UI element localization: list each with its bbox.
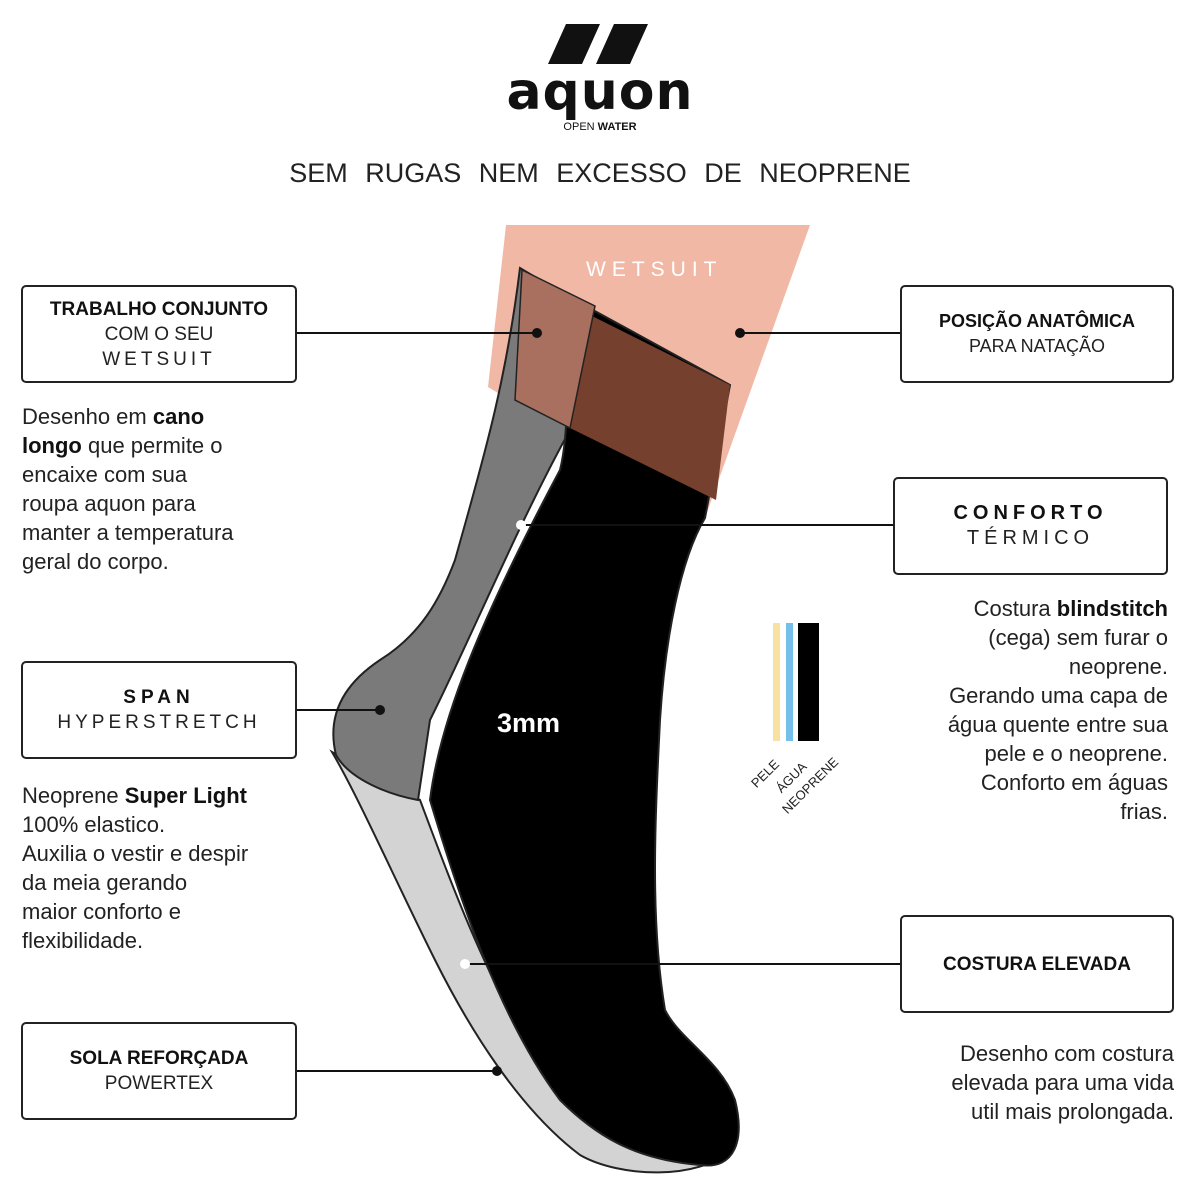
thickness-label: 3mm [497, 708, 561, 738]
brand-tagline: OPEN WATER [0, 121, 1200, 133]
brand-tagline-open: OPEN [563, 121, 595, 133]
box-sola-reforcada: SOLA REFORÇADA POWERTEX [21, 1022, 297, 1120]
wetsuit-overlap-back [514, 268, 596, 430]
connector-dot-span [375, 705, 385, 715]
wetsuit-overlap-brown [560, 300, 730, 500]
box-trabalho-title: TRABALHO CONJUNTO [49, 298, 269, 320]
box-trabalho-line3: WETSUIT [102, 348, 216, 370]
box-sola-line2: POWERTEX [104, 1073, 214, 1094]
desc-conforto: Costura blindstitch (cega) sem furar o n… [947, 596, 1168, 824]
box-posicao-line2: PARA NATAÇÃO [968, 336, 1106, 356]
box-conforto-title: CONFORTO [953, 502, 1108, 524]
wetsuit-label: WETSUIT [586, 258, 723, 281]
box-costura-elevada: COSTURA ELEVADA [900, 915, 1174, 1013]
box-conforto-line2: TÉRMICO [966, 527, 1095, 549]
desc-span: Neoprene Super Light 100% elastico. Auxi… [22, 783, 249, 953]
connector-dot-conforto [516, 520, 526, 530]
heel-grey-panel [332, 266, 572, 802]
connector-dot-trabalho [532, 328, 542, 338]
desc-costura: Desenho com costura elevada para uma vid… [951, 1041, 1174, 1124]
layer-bar-water [786, 623, 793, 741]
headline: SEM RUGAS NEM EXCESSO DE NEOPRENE [289, 158, 911, 188]
brand-tagline-water: WATER [597, 121, 637, 133]
connector-dot-posicao [735, 328, 745, 338]
aquon-logo-mark-icon [548, 24, 648, 64]
sock-black-body [428, 290, 740, 1167]
box-span-hyperstretch: SPAN HYPERSTRETCH [21, 661, 297, 759]
box-trabalho-line2: COM O SEU [104, 323, 214, 345]
box-sola-title: SOLA REFORÇADA [69, 1048, 249, 1069]
box-trabalho-conjunto: TRABALHO CONJUNTO COM O SEU WETSUIT [21, 285, 297, 383]
box-span-title: SPAN [123, 687, 195, 708]
box-conforto-termico: CONFORTO TÉRMICO [893, 477, 1168, 575]
layer-bar-neoprene [798, 623, 819, 741]
desc-trabalho: Desenho em cano longo que permite o enca… [22, 404, 234, 574]
layer-bar-skin [773, 623, 780, 741]
brand-logo-text: aquon [506, 62, 694, 122]
connector-dot-sola [492, 1066, 502, 1076]
box-posicao-title: POSIÇÃO ANATÔMICA [939, 311, 1135, 331]
box-posicao-anatomica: POSIÇÃO ANATÔMICA PARA NATAÇÃO [900, 285, 1174, 383]
box-costura-title: COSTURA ELEVADA [943, 953, 1131, 975]
box-span-line2: HYPERSTRETCH [57, 712, 261, 733]
connector-dot-costura [460, 959, 470, 969]
